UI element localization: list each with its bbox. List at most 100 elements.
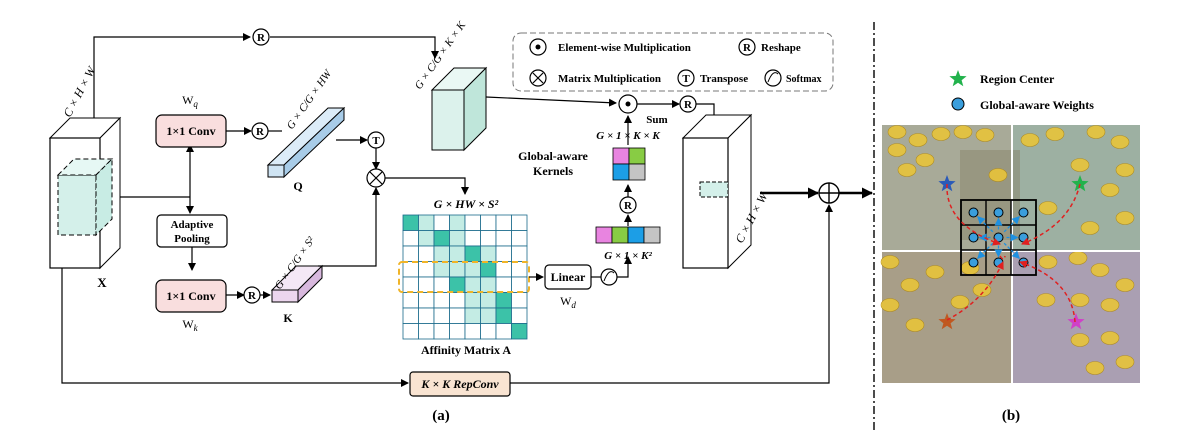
yellow-ball (1070, 333, 1090, 347)
affinity-cell (433, 276, 450, 293)
conv-k-label: 1×1 Conv (166, 289, 215, 303)
affinity-cell (480, 307, 497, 324)
reshape-symbol-top: R (252, 28, 270, 46)
affinity-dim-label: G × HW × S² (434, 197, 499, 211)
affinity-cell (480, 230, 497, 247)
panel-a-label: (a) (432, 408, 450, 424)
affinity-cell (511, 276, 528, 293)
input-label: X (97, 275, 107, 290)
arrow-to-repconv (61, 268, 409, 387)
affinity-cell (449, 323, 466, 340)
svg-text:Transpose: Transpose (700, 73, 748, 85)
yellow-ball (1086, 125, 1106, 139)
vector-dim-label: G × 1 × K² (604, 250, 652, 262)
conv-q-label: 1×1 Conv (166, 124, 215, 138)
weight-dot (1018, 232, 1029, 243)
region-centers (938, 175, 1089, 330)
yellow-ball (1038, 201, 1058, 215)
affinity-cell (449, 276, 466, 293)
affinity-cell (511, 261, 528, 278)
svg-text:R: R (684, 99, 693, 111)
region-center-star (1071, 175, 1089, 192)
affinity-cell (480, 323, 497, 340)
affinity-cell (433, 230, 450, 247)
legend-global-weights: Global-aware Weights (951, 97, 1094, 112)
yellow-ball (1036, 293, 1056, 307)
affinity-cell (511, 307, 528, 324)
affinity-cell (495, 307, 512, 324)
affinity-cell (418, 276, 435, 293)
kernel-cell (628, 163, 646, 181)
q-tensor (266, 106, 346, 179)
affinity-cell (511, 230, 528, 247)
yellow-ball (953, 125, 973, 139)
weight-dot (1018, 207, 1029, 218)
affinity-cell (495, 323, 512, 340)
svg-text:R: R (248, 290, 257, 302)
reshape-symbol-kernel: R (619, 196, 637, 214)
legend-matmul: Matrix Multiplication (529, 69, 661, 87)
yellow-ball (1115, 355, 1135, 369)
kernel-vector-cell (611, 226, 629, 244)
yellow-ball (931, 127, 951, 141)
svg-text:Matrix Multiplication: Matrix Multiplication (558, 73, 661, 85)
legend-region-center: Region Center (949, 70, 1055, 87)
yellow-ball (900, 278, 920, 292)
affinity-label: Affinity Matrix A (421, 343, 511, 357)
panel-b: Region Center Global-aware Weights (b) (880, 70, 1140, 424)
affinity-cell (449, 307, 466, 324)
reshape-symbol-out: R (679, 95, 697, 113)
affinity-cell (480, 261, 497, 278)
legend-reshape: R Reshape (738, 38, 801, 56)
affinity-cell (418, 323, 435, 340)
affinity-cell (464, 307, 481, 324)
path-magenta-star (1019, 260, 1076, 323)
affinity-cell (402, 214, 419, 231)
top-arrow (93, 33, 251, 118)
conv-k-box (155, 279, 227, 313)
affinity-cell (511, 214, 528, 231)
yellow-ball (1020, 133, 1040, 147)
sum-label: Sum (646, 114, 667, 126)
svg-text:Region Center: Region Center (980, 72, 1055, 86)
affinity-cell (433, 307, 450, 324)
affinity-cell (480, 245, 497, 262)
wd-label: Wd (560, 294, 576, 310)
affinity-cell (418, 230, 435, 247)
arrow-softmax-up (617, 256, 632, 278)
yellow-ball (1100, 183, 1120, 197)
affinity-cell (495, 214, 512, 231)
global-aware-kernels (612, 147, 646, 181)
weight-dot (993, 207, 1004, 218)
yellow-ball (880, 298, 900, 312)
yellow-ball (1115, 211, 1135, 225)
kernel-cell (612, 163, 630, 181)
yellow-ball (915, 153, 935, 167)
affinity-cell (433, 261, 450, 278)
affinity-cell (511, 323, 528, 340)
arrow-repconv-to-add (510, 204, 833, 384)
arrow-matmul-to-affinity (385, 177, 469, 195)
affinity-cell (464, 323, 481, 340)
path-orange-star (946, 261, 1004, 321)
matmul-symbol (366, 168, 386, 188)
affinity-cell (495, 245, 512, 262)
path-center (999, 255, 1006, 260)
reshape-symbol-k: R (243, 286, 261, 304)
arrow-v-to-elementwise (485, 96, 617, 107)
kernel-vector (595, 226, 661, 244)
v-tensor (430, 66, 488, 152)
yellow-ball (1090, 263, 1110, 277)
kernel-vector-cell (627, 226, 645, 244)
yellow-ball (897, 163, 917, 177)
affinity-cell (433, 292, 450, 309)
yellow-ball (975, 128, 995, 142)
weight-dot (968, 207, 979, 218)
yellow-ball (887, 143, 907, 157)
adaptive-pooling-label-2: Pooling (174, 233, 210, 245)
affinity-cell (418, 245, 435, 262)
yellow-ball (1070, 158, 1090, 172)
weight-arrow (1003, 242, 1020, 259)
weight-arrow (977, 242, 994, 259)
